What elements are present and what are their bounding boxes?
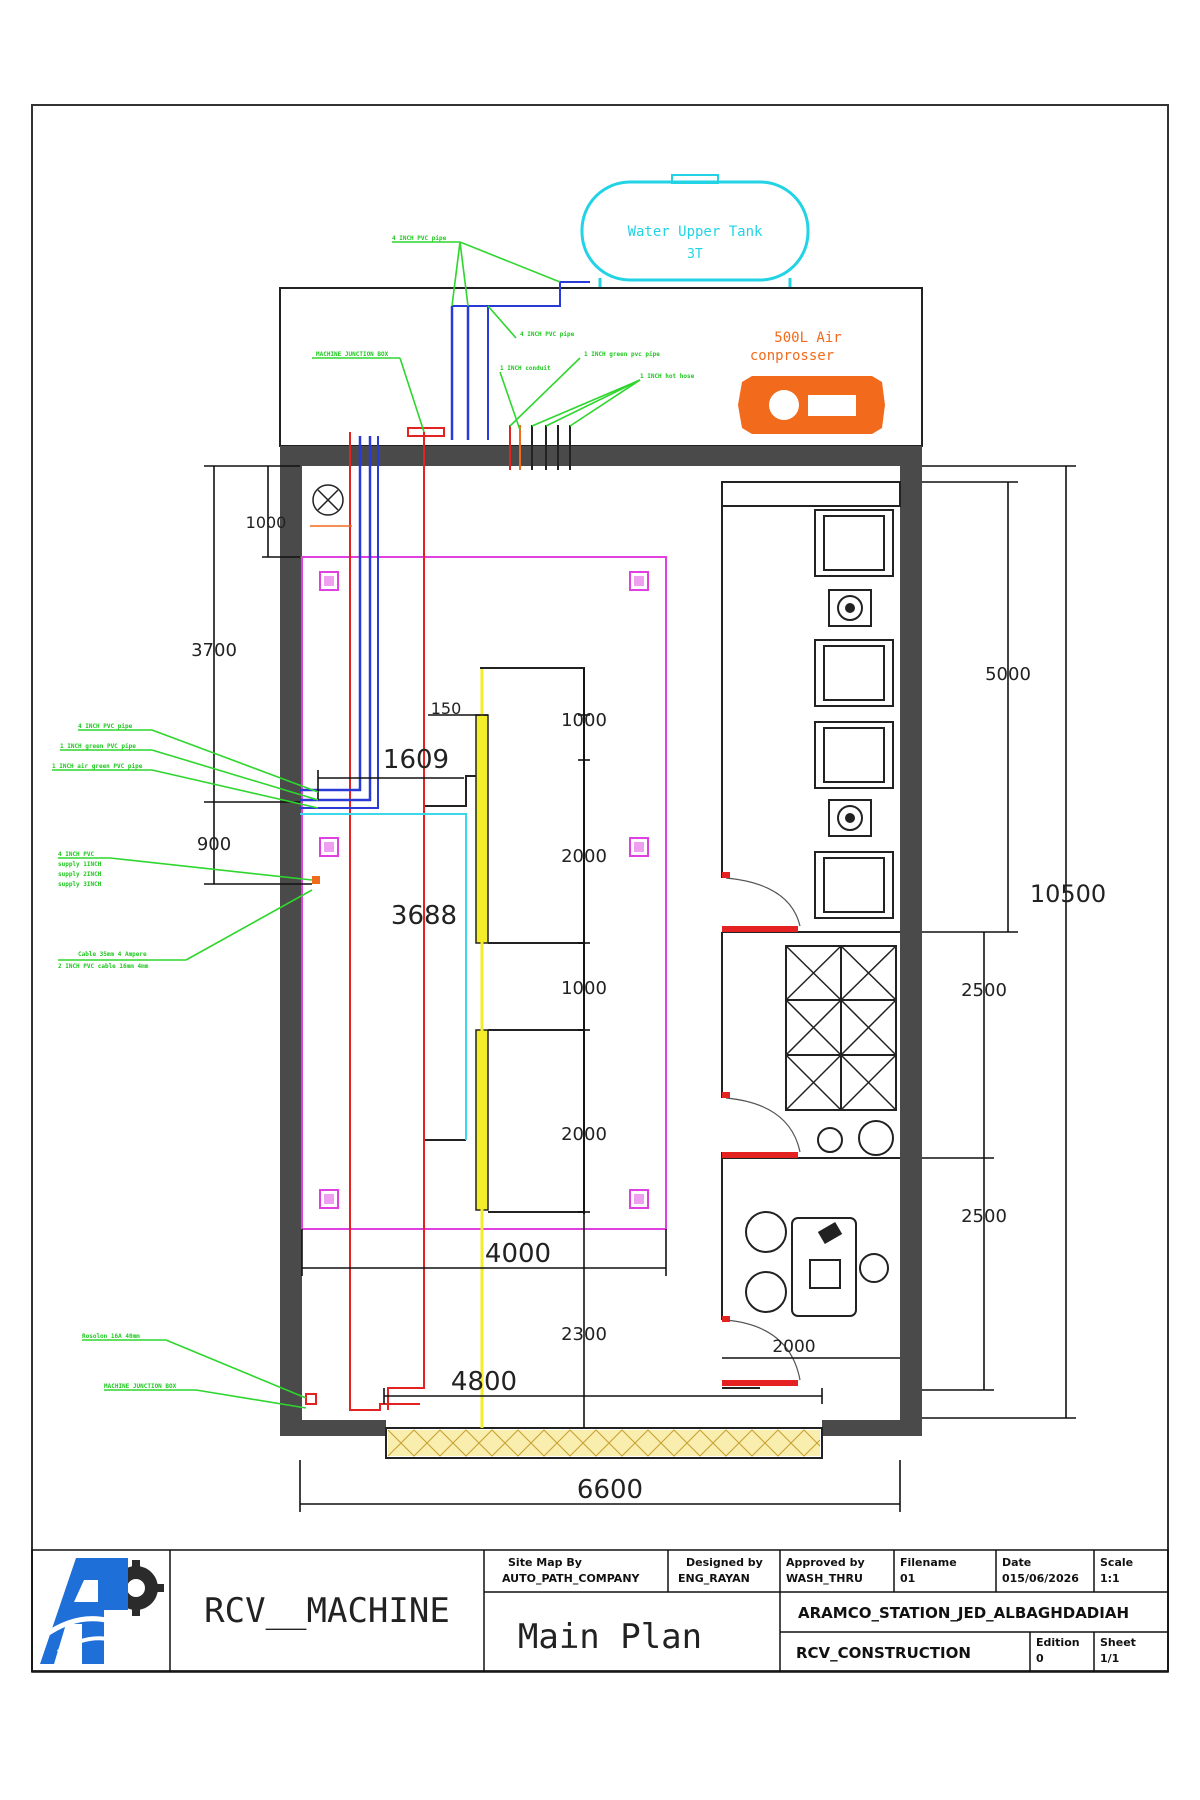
leader-label: 1 INCH green pvc pipe — [584, 351, 660, 358]
filename-value: 01 — [900, 1572, 915, 1585]
storage-racks — [785, 945, 897, 1156]
tank-capacity: 3T — [687, 247, 703, 262]
dim-3688: 3688 — [391, 901, 457, 931]
compressor-label-2: conprosser — [750, 348, 834, 364]
dim-10500: 10500 — [1030, 880, 1106, 908]
leader-label: MACHINE JUNCTION BOX — [316, 351, 389, 358]
air-compressor: 500L Air conprosser — [738, 330, 885, 434]
leader-label: 4 INCH PVC — [58, 851, 95, 858]
leader-label: 4 INCH PVC pipe — [520, 331, 575, 338]
construction-label: RCV_CONSTRUCTION — [796, 1644, 971, 1662]
equipment-cabinets — [814, 509, 894, 919]
water-upper-tank: Water Upper Tank 3T — [580, 174, 810, 288]
sheet-value: 1/1 — [1100, 1652, 1119, 1665]
dim-2000-b: 2000 — [561, 1124, 607, 1145]
dim-4800: 4800 — [451, 1367, 517, 1397]
dim-2500-b: 2500 — [961, 1206, 1007, 1227]
dim-5000: 5000 — [985, 664, 1031, 685]
annotation-labels: 4 INCH PVC pipe 4 INCH PVC pipe 1 INCH c… — [52, 235, 695, 1390]
company-logo — [40, 1558, 164, 1664]
office-furniture — [745, 1211, 889, 1317]
dim-1000-b: 1000 — [561, 978, 607, 999]
site-name: ARAMCO_STATION_JED_ALBAGHDADIAH — [798, 1604, 1129, 1622]
edition-label: Edition — [1036, 1636, 1080, 1649]
compressor-label: 500L Air — [774, 330, 841, 346]
leader-label: 2 INCH PVC cable 16mm 4mm — [58, 963, 149, 970]
project-name: RCV__MACHINE — [204, 1591, 450, 1631]
dimension-lines — [204, 465, 1076, 1512]
leader-label: Rosolon 16A 40mm — [82, 1333, 140, 1340]
door-swings — [722, 872, 801, 1386]
dim-2000-a: 2000 — [561, 846, 607, 867]
sheet-frame — [31, 104, 1169, 1672]
leader-label: supply 2INCH — [58, 871, 102, 878]
scale-label: Scale — [1100, 1556, 1133, 1569]
site-map-value: AUTO_PATH_COMPANY — [502, 1572, 641, 1585]
date-label: Date — [1002, 1556, 1031, 1569]
leader-label: supply 1INCH — [58, 861, 102, 868]
dim-150: 150 — [431, 699, 462, 718]
designed-label: Designed by — [686, 1556, 763, 1569]
leader-label: 4 INCH PVC pipe — [392, 235, 447, 242]
piping — [300, 281, 590, 1411]
leader-label: 1 INCH hot hose — [640, 373, 695, 380]
building-walls — [280, 446, 922, 1459]
leader-label: 4 INCH PVC pipe — [78, 723, 133, 730]
dimension-labels: 1000 3700 900 150 1609 3688 1000 2000 10… — [191, 513, 1106, 1505]
tank-label: Water Upper Tank — [628, 224, 763, 240]
leader-label: MACHINE JUNCTION BOX — [104, 1383, 177, 1390]
filename-label: Filename — [900, 1556, 957, 1569]
site-map-label: Site Map By — [508, 1556, 582, 1569]
drawing-title: Main Plan — [518, 1617, 702, 1657]
annotation-leaders — [52, 241, 641, 1409]
leader-label: supply 3INCH — [58, 881, 102, 888]
leader-label: 1 INCH conduit — [500, 365, 551, 372]
wash-bay-outline — [301, 556, 667, 1230]
dim-4000: 4000 — [485, 1239, 551, 1269]
designed-value: ENG_RAYAN — [678, 1572, 750, 1585]
approved-value: WASH_THRU — [786, 1572, 863, 1585]
dim-2500-a: 2500 — [961, 980, 1007, 1001]
dim-2300: 2300 — [561, 1324, 607, 1345]
dim-1000-top: 1000 — [246, 513, 287, 532]
dim-2000-room: 2000 — [772, 1337, 815, 1357]
approved-label: Approved by — [786, 1556, 865, 1569]
edition-value: 0 — [1036, 1652, 1044, 1665]
dim-900: 900 — [197, 834, 231, 855]
dim-3700: 3700 — [191, 640, 237, 661]
date-value: 015/06/2026 — [1002, 1572, 1079, 1585]
leader-label: 1 INCH air green PVC pipe — [52, 763, 143, 770]
title-block: RCV__MACHINE Main Plan Site Map By AUTO_… — [31, 1549, 1169, 1673]
leader-label: 1 INCH green PVC pipe — [60, 743, 136, 750]
scale-value: 1:1 — [1100, 1572, 1120, 1585]
wash-track — [423, 667, 585, 1428]
sheet-label: Sheet — [1100, 1636, 1136, 1649]
right-rooms — [721, 481, 901, 1389]
leader-label: Cable 35mm 4 Ampere — [78, 951, 147, 958]
dim-1000-a: 1000 — [561, 710, 607, 731]
dim-1609: 1609 — [383, 745, 449, 775]
dim-6600: 6600 — [577, 1475, 643, 1505]
